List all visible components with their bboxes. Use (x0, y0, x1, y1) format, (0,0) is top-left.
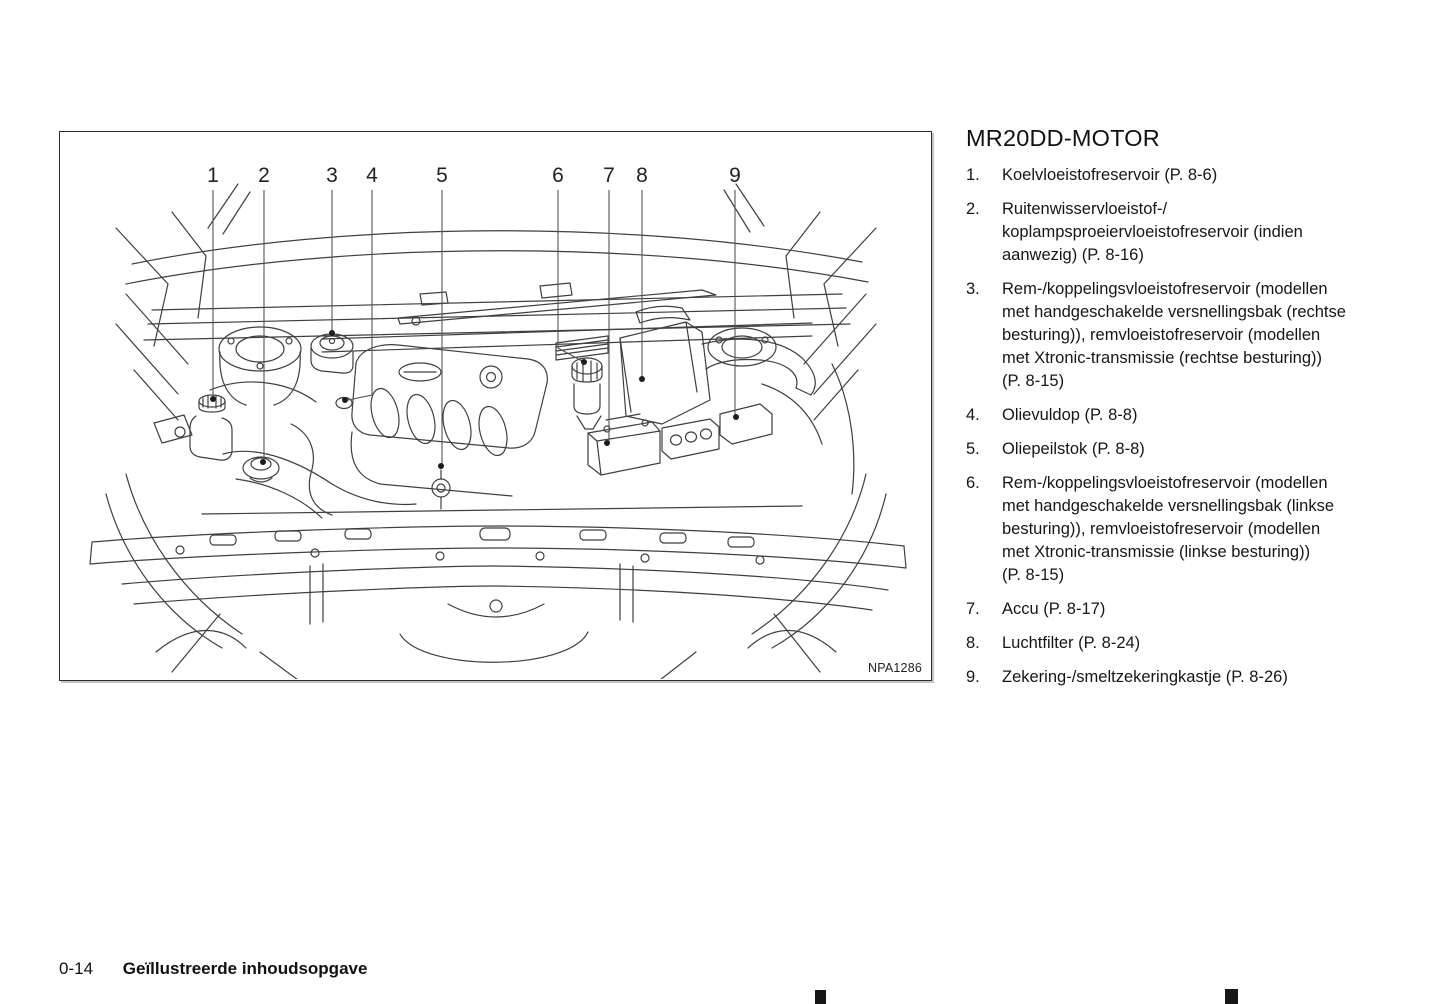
engine-bay-illustration: 1 2 3 4 5 6 7 8 9 (89, 164, 907, 679)
page-number: 0-14 (59, 959, 94, 978)
legend-item: 1. Koelvloeistofreservoir (P. 8-6) (966, 164, 1408, 187)
legend-item-number: 8. (966, 634, 980, 652)
legend-item: 7. Accu (P. 8-17) (966, 598, 1408, 621)
legend-item-number: 9. (966, 668, 980, 686)
legend-item-text: Ruitenwisservloeistof-/ koplampsproeierv… (1002, 200, 1303, 264)
legend-item-text: Oliepeilstok (P. 8-8) (1002, 440, 1145, 458)
legend-item-list: 1. Koelvloeistofreservoir (P. 8-6) 2. Ru… (966, 164, 1408, 689)
legend-item: 4. Olievuldop (P. 8-8) (966, 404, 1408, 427)
section-title: MR20DD-MOTOR (966, 125, 1160, 151)
legend-item: 2. Ruitenwisservloeistof-/ koplampsproei… (966, 198, 1408, 267)
legend-item-text: Rem-/koppelingsvloeistofreservoir (model… (1002, 280, 1346, 390)
callout-dots (210, 330, 739, 469)
legend-item-number: 7. (966, 600, 980, 618)
legend-item-text: Zekering-/smeltzekeringkastje (P. 8-26) (1002, 668, 1288, 686)
callout-number-8: 8 (636, 164, 648, 187)
legend-item: 3. Rem-/koppelingsvloeistofreservoir (mo… (966, 278, 1408, 393)
legend-item: 9. Zekering-/smeltzekeringkastje (P. 8-2… (966, 666, 1408, 689)
legend-item-text: Olievuldop (P. 8-8) (1002, 406, 1138, 424)
print-mark (1225, 989, 1238, 1004)
legend-item-text: Koelvloeistofreservoir (P. 8-6) (1002, 166, 1218, 184)
legend-item-text: Luchtfilter (P. 8-24) (1002, 634, 1141, 652)
legend: MR20DD-MOTOR 1. Koelvloeistofreservoir (… (966, 124, 1408, 700)
callout-number-3: 3 (326, 164, 338, 187)
legend-item-text: Accu (P. 8-17) (1002, 600, 1106, 618)
legend-item: 6. Rem-/koppelingsvloeistofreservoir (mo… (966, 472, 1408, 587)
page-footer: 0-14 Geïllustreerde inhoudsopgave (59, 958, 367, 980)
legend-item-text: Rem-/koppelingsvloeistofreservoir (model… (1002, 474, 1335, 584)
legend-item-number: 1. (966, 166, 980, 184)
legend-item-number: 5. (966, 440, 980, 458)
callout-number-1: 1 (207, 164, 219, 187)
figure-code: NPA1286 (868, 661, 922, 675)
engine-diagram-figure: 1 2 3 4 5 6 7 8 9 NPA1286 (59, 131, 932, 681)
callout-number-7: 7 (603, 164, 615, 187)
legend-item-number: 6. (966, 474, 980, 492)
legend-item-number: 4. (966, 406, 980, 424)
callout-number-6: 6 (552, 164, 564, 187)
legend-item-number: 2. (966, 200, 980, 218)
callout-number-2: 2 (258, 164, 270, 187)
print-mark (815, 990, 826, 1004)
callout-number-9: 9 (729, 164, 741, 187)
callout-number-4: 4 (366, 164, 378, 187)
chapter-title: Geïllustreerde inhoudsopgave (122, 959, 368, 978)
legend-item: 8. Luchtfilter (P. 8-24) (966, 632, 1408, 655)
legend-item-number: 3. (966, 280, 980, 298)
callout-number-5: 5 (436, 164, 448, 187)
callout-leader-lines (212, 190, 736, 464)
legend-item: 5. Oliepeilstok (P. 8-8) (966, 438, 1408, 461)
